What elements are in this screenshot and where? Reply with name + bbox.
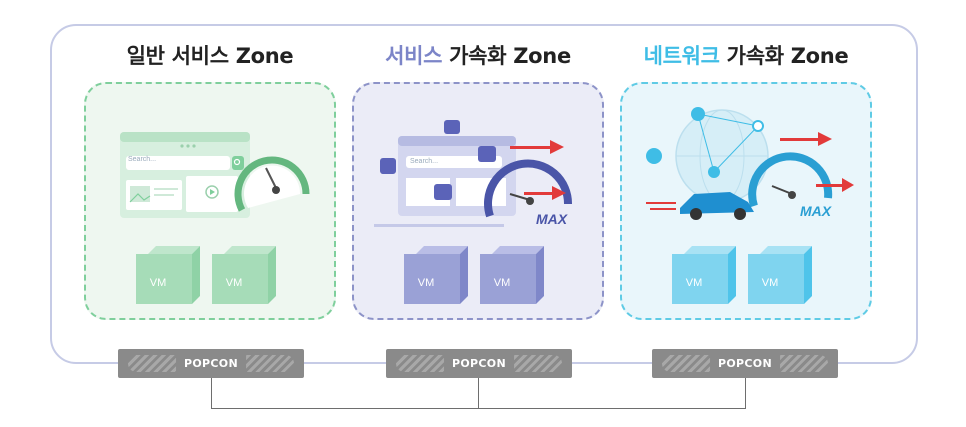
popcon-label: POPCON bbox=[444, 355, 514, 372]
car-icon bbox=[680, 192, 754, 220]
vm-cube: VM bbox=[404, 246, 468, 304]
vm-cube: VM bbox=[136, 246, 200, 304]
zone-title-network-acceleration: 네트워크 가속화 Zone bbox=[643, 44, 849, 68]
connection-line bbox=[211, 378, 212, 409]
cart-icon bbox=[434, 184, 452, 200]
popcon-device: POPCON bbox=[652, 349, 838, 378]
popcon-label: POPCON bbox=[176, 355, 246, 372]
play-icon bbox=[205, 185, 219, 199]
service-illustration: MAX bbox=[374, 120, 573, 227]
zone-general: VM VM bbox=[84, 82, 336, 320]
search-placeholder: Search... bbox=[128, 156, 157, 163]
arrows-icon bbox=[510, 140, 566, 200]
connection-line bbox=[478, 378, 479, 409]
zone-title-highlight: 네트워크 bbox=[643, 44, 720, 68]
popcon-device: POPCON bbox=[386, 349, 572, 378]
zone-title-highlight: 서비스 bbox=[385, 44, 443, 68]
zone-title-service-acceleration: 서비스 가속화 Zone bbox=[385, 44, 571, 68]
vm-cube: VM bbox=[212, 246, 276, 304]
svg-text:VM: VM bbox=[418, 277, 435, 289]
svg-text:VM: VM bbox=[494, 277, 511, 289]
popcon-device: POPCON bbox=[118, 349, 304, 378]
general-illustration bbox=[120, 132, 310, 218]
svg-text:VM: VM bbox=[762, 277, 779, 289]
max-label: MAX bbox=[800, 203, 833, 219]
zone-title-general: 일반 서비스 Zone bbox=[126, 44, 294, 68]
speedometer-icon bbox=[748, 152, 833, 208]
zone-service-acceleration: MAX VM VM bbox=[352, 82, 604, 320]
wifi-icon bbox=[691, 107, 705, 121]
vm-cube: VM bbox=[748, 246, 812, 304]
connection-line bbox=[211, 408, 746, 409]
connection-line bbox=[745, 378, 746, 409]
popcon-label: POPCON bbox=[710, 355, 780, 372]
max-label: MAX bbox=[536, 211, 569, 227]
piggy-bank-icon bbox=[478, 146, 496, 162]
svg-text:VM: VM bbox=[226, 277, 243, 289]
arrows-icon bbox=[646, 132, 854, 210]
wallet-icon bbox=[444, 120, 460, 134]
svg-text:VM: VM bbox=[150, 277, 167, 289]
network-illustration: MAX bbox=[646, 107, 854, 220]
speedometer-icon bbox=[234, 156, 310, 212]
vm-cube: VM bbox=[480, 246, 544, 304]
search-placeholder: Search... bbox=[410, 158, 439, 165]
search-icon bbox=[232, 156, 244, 170]
image-icon bbox=[130, 186, 150, 202]
cloud-icon bbox=[646, 148, 662, 164]
speedometer-icon bbox=[484, 159, 573, 218]
thumbs-up-icon bbox=[380, 158, 396, 174]
zone-network-acceleration: MAX VM VM bbox=[620, 82, 872, 320]
vm-cube: VM bbox=[672, 246, 736, 304]
svg-text:VM: VM bbox=[686, 277, 703, 289]
